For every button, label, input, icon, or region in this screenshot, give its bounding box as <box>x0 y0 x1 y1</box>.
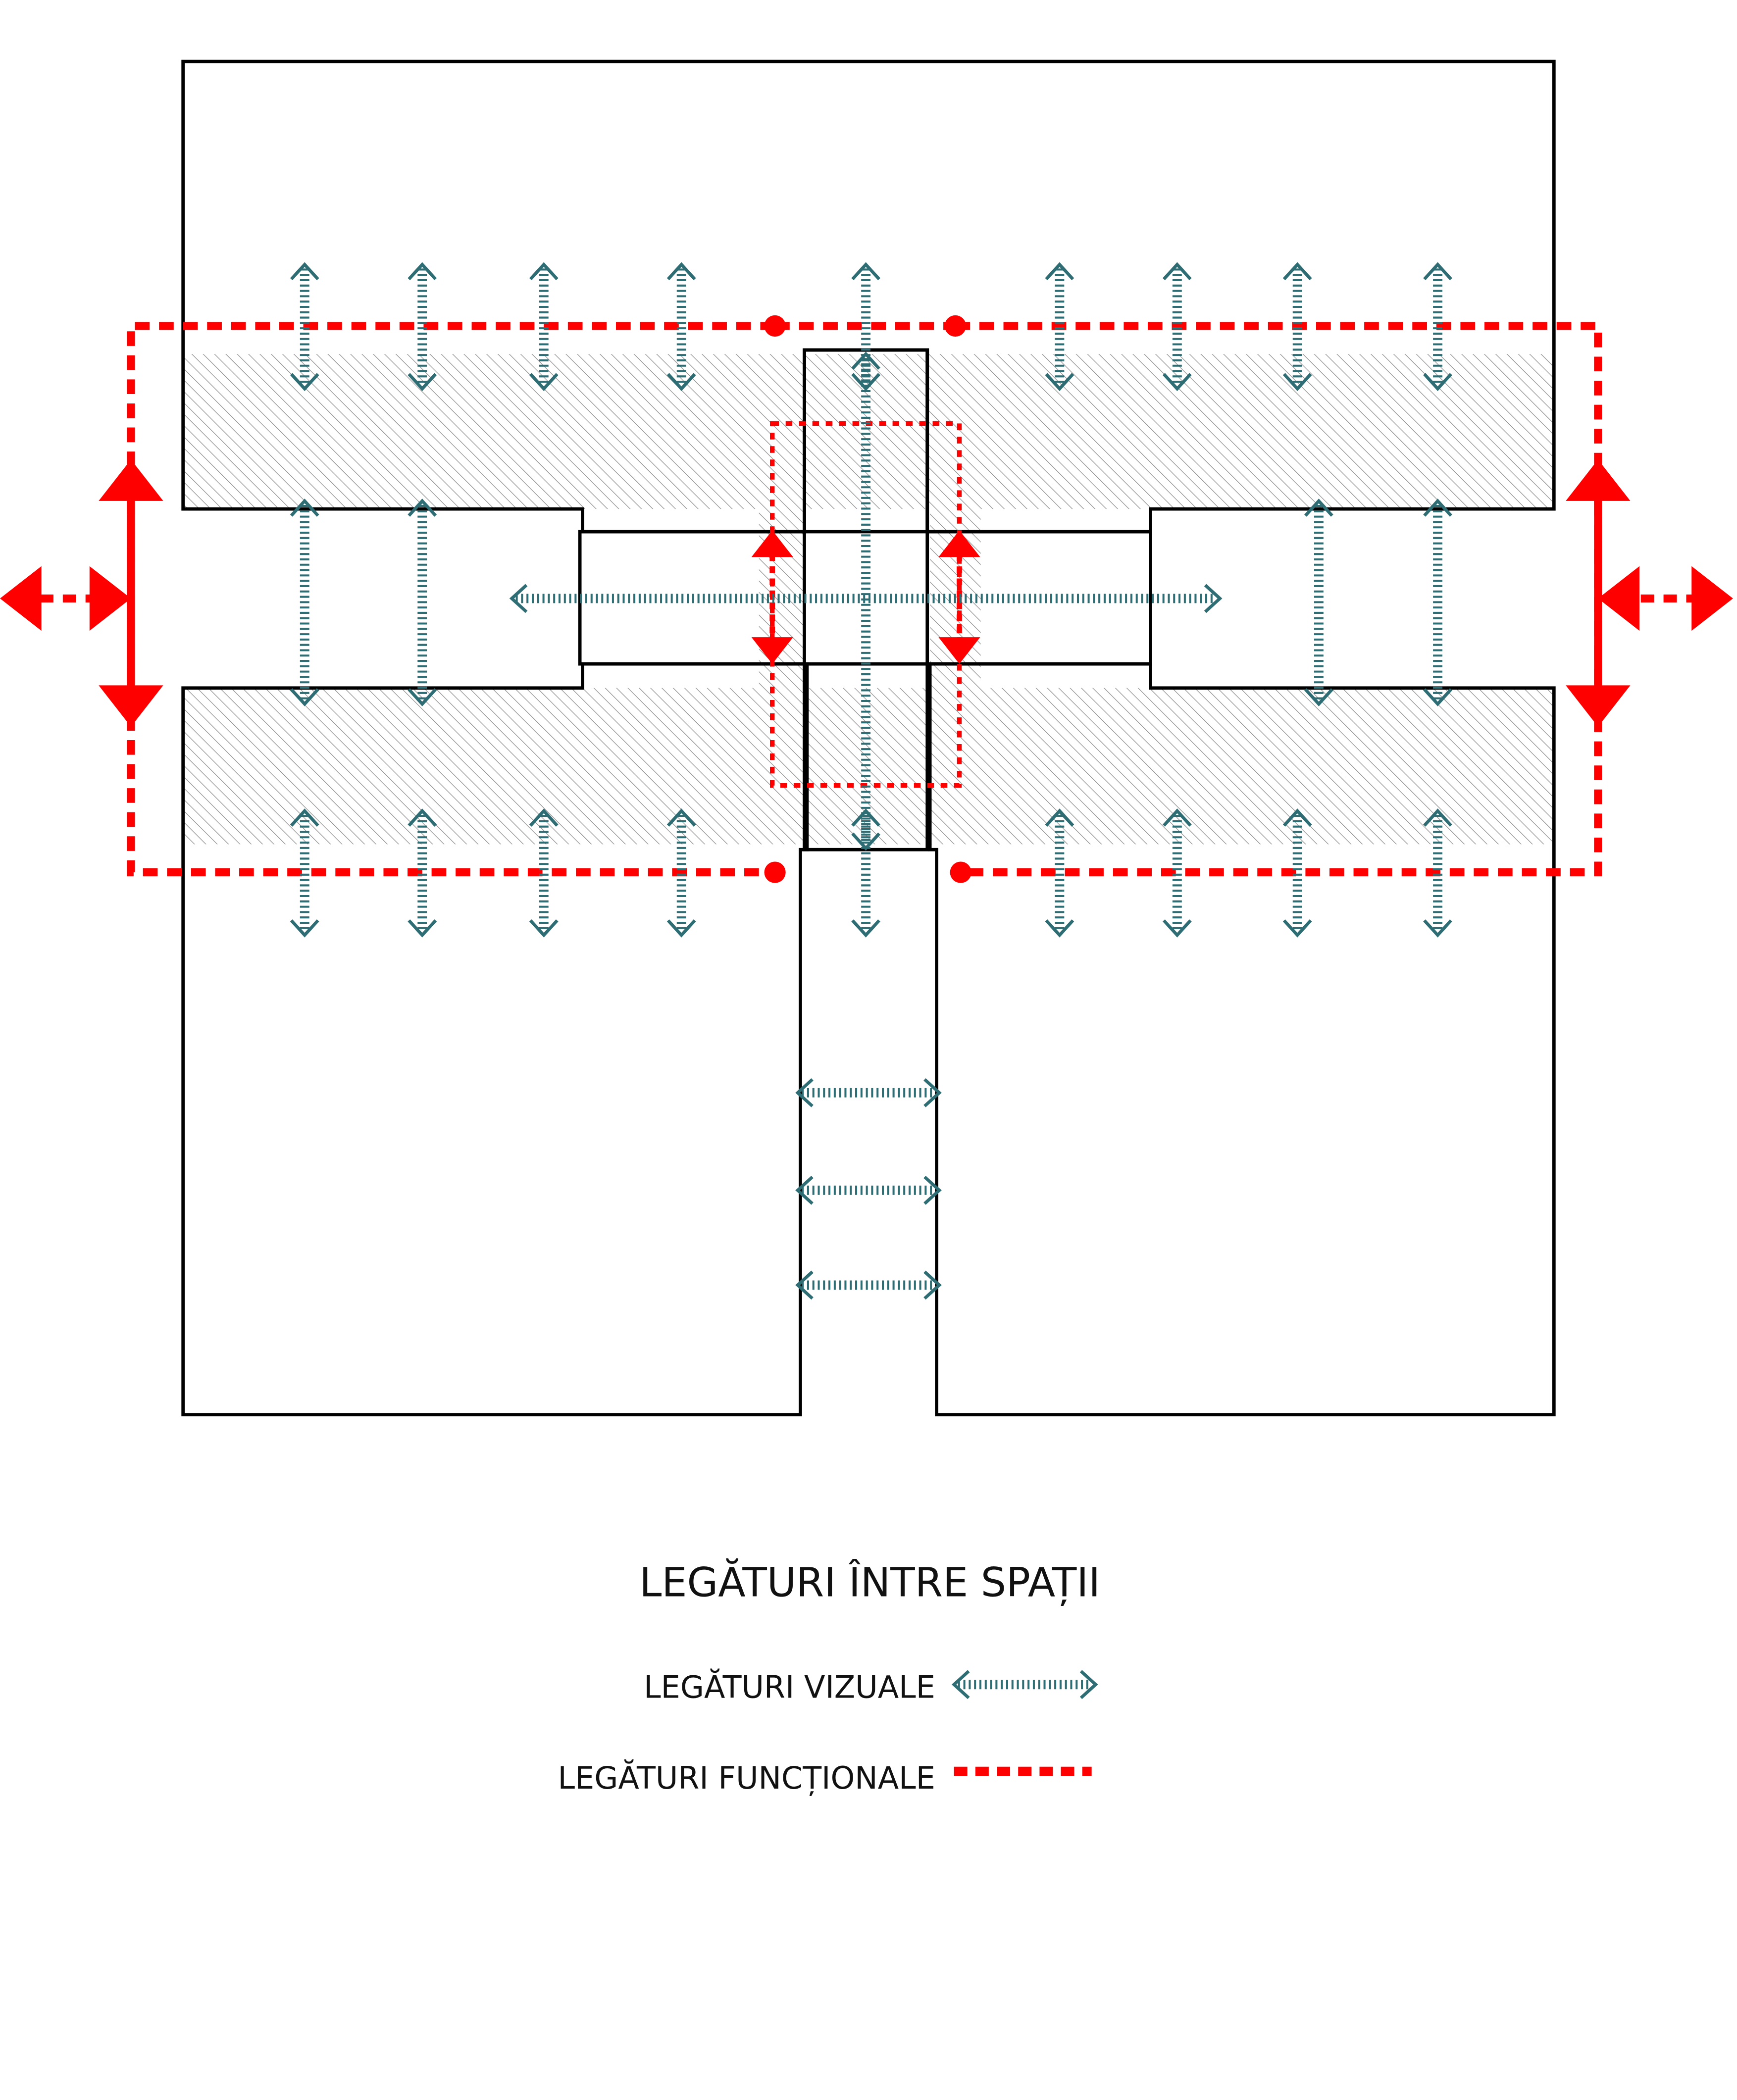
visual-arrow-passage-2 <box>795 1175 942 1205</box>
functional-entry-head-left-inner <box>89 566 131 631</box>
functional-node-4 <box>950 861 971 883</box>
visual-arrow-lower-5 <box>851 808 880 938</box>
functional-central-head-down-1 <box>751 637 793 664</box>
visual-arrow-passage-3 <box>795 1270 942 1300</box>
visual-arrow-lower-3 <box>529 808 559 938</box>
functional-central-head-up-2 <box>938 530 980 557</box>
legend: LEGĂTURI VIZUALE LEGĂTURI FUNCȚIONALE <box>558 1668 1098 1796</box>
functional-side-arrow-down-right <box>1566 685 1631 727</box>
visual-arrow-lower-1 <box>290 808 319 938</box>
legend-visual-label: LEGĂTURI VIZUALE <box>644 1668 935 1705</box>
functional-node-2 <box>944 315 966 337</box>
visual-arrow-passage-1 <box>795 1078 942 1107</box>
visual-arrow-upper-3 <box>529 262 559 392</box>
visual-arrow-upper-6 <box>1045 262 1074 392</box>
visual-arrow-gap-4 <box>1423 499 1452 706</box>
visual-arrow-upper-1 <box>290 262 319 392</box>
legend-visual-arrow-icon <box>951 1670 1098 1700</box>
visual-arrow-lower-7 <box>1162 808 1192 938</box>
visual-arrow-gap-2 <box>408 499 437 706</box>
functional-side-arrow-up-left <box>99 459 163 501</box>
visual-arrow-corridor <box>509 584 1223 613</box>
diagram-title: LEGĂTURI ÎNTRE SPAȚII <box>639 1559 1100 1606</box>
legend-functional-label: LEGĂTURI FUNCȚIONALE <box>558 1759 935 1796</box>
functional-side-arrow-down-left <box>99 685 163 727</box>
visual-arrow-gap-3 <box>1304 499 1333 706</box>
visual-arrow-upper-8 <box>1282 262 1312 392</box>
hatch-central-left <box>759 509 805 688</box>
functional-side-arrow-up-right <box>1566 459 1631 501</box>
functional-entry-head-right-outer <box>1691 566 1733 631</box>
functional-node-3 <box>764 861 786 883</box>
visual-arrow-upper-4 <box>666 262 696 392</box>
lower-right-block-outline <box>928 662 1556 1417</box>
functional-node-1 <box>764 315 786 337</box>
functional-entry-head-left-outer <box>0 566 42 631</box>
visual-arrow-lower-2 <box>408 808 437 938</box>
visual-arrow-gap-1 <box>290 499 319 706</box>
visual-arrow-lower-9 <box>1423 808 1452 938</box>
visual-arrow-upper-9 <box>1423 262 1452 392</box>
legend-visual-arrow <box>951 1670 1098 1700</box>
visual-arrow-upper-7 <box>1162 262 1192 392</box>
functional-central-head-up-1 <box>751 530 793 557</box>
visual-arrow-spine <box>851 351 880 851</box>
visual-arrow-lower-4 <box>666 808 696 938</box>
visual-arrow-lower-6 <box>1045 808 1074 938</box>
functional-entry-head-right-inner <box>1598 566 1640 631</box>
functional-central-head-down-2 <box>938 637 980 664</box>
visual-arrow-upper-2 <box>408 262 437 392</box>
visual-links <box>290 262 1452 1300</box>
visual-arrow-lower-8 <box>1282 808 1312 938</box>
